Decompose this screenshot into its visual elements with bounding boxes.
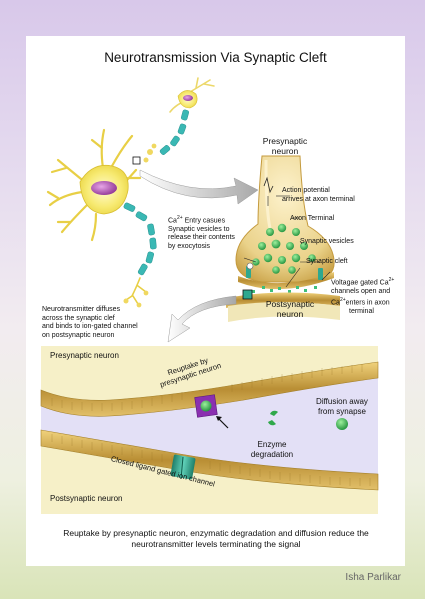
- enzyme-line-2: degradation: [250, 450, 294, 459]
- presynaptic-neuron-label: Presynaptic neuron: [256, 136, 314, 156]
- voltage-gated-line-4: terminal: [349, 308, 374, 316]
- diffusion-line-2: from synapse: [317, 407, 367, 416]
- enzyme-fragment: [270, 410, 278, 416]
- voltage-gated-line-2: channels open and: [331, 287, 391, 295]
- presynaptic-line-2: neuron: [271, 146, 299, 156]
- axon-terminal-illustration: [226, 155, 340, 322]
- ca-entry-line-2: Synaptic vesicles to: [168, 225, 230, 233]
- author-credit: Isha Parlikar: [345, 572, 401, 583]
- nt-diffuses-label: Neurotransmitter diffuses across the syn…: [42, 306, 138, 340]
- postsynaptic-neuron-label: Postsynaptic neuron: [258, 299, 322, 319]
- nt-diffuses-line-2: across the synaptic clef: [42, 314, 115, 322]
- ligand-gated-channel: [170, 454, 196, 480]
- ca-entry-line-4: by exocytosis: [168, 242, 211, 250]
- voltage-gated-line-1: Voltagae gated Ca2+: [331, 277, 395, 287]
- voltage-gated-line-3: Ca2+enters in axon: [331, 297, 390, 307]
- nt-diffuses-line-3: and binds to ion-gated channel: [42, 323, 138, 330]
- synaptic-cleft-label: Synaptic cleft: [306, 258, 348, 265]
- neuron-illustration: [46, 77, 215, 308]
- zoom-postsynaptic-label: Postsynaptic neuron: [50, 494, 123, 503]
- presynaptic-line-1: Presynaptic: [262, 136, 308, 146]
- diffusion-away-label: Diffusion away from synapse: [310, 397, 374, 417]
- zoom-box-2: [242, 289, 253, 300]
- nucleus: [91, 181, 117, 195]
- enzyme-degradation-label: Enzyme degradation: [246, 440, 298, 460]
- diffusion-line-1: Diffusion away: [316, 397, 368, 406]
- zoom-arrow-1: [139, 169, 259, 205]
- postsynaptic-line-1: Postsynaptic: [265, 299, 315, 309]
- enzyme-line-1: Enzyme: [257, 440, 287, 449]
- ca-entry-line-3: release their contents: [168, 234, 235, 242]
- nt-diffuses-line-4: on postsynaptic neuron: [42, 331, 115, 339]
- ca-entry-line-1: Ca2+ Entry casues: [168, 215, 226, 225]
- action-potential-label: Action potential arrives at axon termina…: [282, 187, 355, 204]
- zoom-presynaptic-label: Presynaptic neuron: [50, 351, 119, 360]
- action-potential-line-1: Action potential: [282, 187, 330, 194]
- diffusing-neurotransmitter: [336, 418, 348, 430]
- diagram-title: Neurotransmission Via Synaptic Cleft: [104, 50, 327, 65]
- axon-terminal-label: Axon Terminal: [290, 215, 335, 222]
- postsynaptic-line-2: neuron: [276, 309, 304, 319]
- zoom-arrow-2: [167, 295, 237, 343]
- voltage-gated-label: Voltagae gated Ca2+ channels open and Ca…: [331, 276, 394, 317]
- synaptic-vesicles-label: Synaptic vesicles: [300, 238, 354, 245]
- nt-diffuses-line-1: Neurotransmitter diffuses: [42, 306, 121, 313]
- diagram-caption: Reuptake by presynaptic neuron, enzymati…: [63, 528, 369, 549]
- synapse-zoom-panel: [40, 346, 379, 514]
- action-potential-line-2: arrives at axon terminal: [282, 195, 355, 203]
- zoom-box-1: [132, 156, 141, 165]
- ca-entry-label: Ca2+ Entry casues Synaptic vesicles to r…: [168, 214, 235, 251]
